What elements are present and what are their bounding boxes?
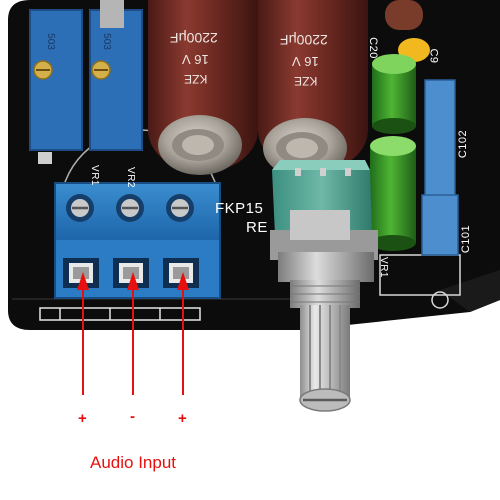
screw-2	[116, 194, 144, 222]
audio-input-caption: Audio Input	[90, 453, 177, 472]
capacitor-left	[148, 0, 258, 175]
film-capacitor-c101	[421, 194, 459, 256]
capacitor-left-brand: KZE	[184, 72, 208, 86]
rotary-potentiometer	[270, 160, 378, 412]
silk-vr2: VR2	[124, 167, 136, 188]
capacitor-right-value: 2200μF	[280, 32, 328, 48]
pin-label-plus-left: +	[78, 410, 87, 427]
silk-c20: C20	[366, 37, 379, 59]
pin-label-plus-right: +	[178, 410, 187, 427]
capacitor-right	[258, 0, 368, 178]
trimmer-vr2-marking: 503	[100, 33, 112, 50]
screw-3	[166, 194, 194, 222]
wire-opening-2	[113, 258, 149, 288]
annotation-arrows	[77, 272, 189, 395]
wire-opening-3	[163, 258, 199, 288]
silk-c102: C102	[457, 129, 470, 159]
silk-c101: C101	[460, 224, 473, 254]
silk-model: FKP15	[215, 200, 264, 217]
trimmer-vr1-marking: 503	[44, 33, 56, 50]
silk-vr1: VR1	[88, 165, 100, 186]
trimmer-vr1	[29, 9, 83, 164]
capacitor-right-voltage: 16 V	[292, 54, 319, 69]
silk-vr1-right: VR1	[377, 257, 389, 278]
capacitor-right-brand: KZE	[294, 74, 318, 88]
capacitor-left-voltage: 16 V	[182, 52, 209, 67]
capacitor-left-value: 2200μF	[170, 30, 218, 46]
screw-1	[66, 194, 94, 222]
silk-c9: C9	[427, 48, 440, 64]
film-capacitor-c102	[424, 79, 456, 201]
silk-model-line2: RE	[246, 219, 268, 236]
pin-label-minus: -	[130, 408, 135, 425]
screw-terminal-block	[54, 182, 221, 299]
small-capacitor-brown	[385, 0, 423, 30]
green-capacitor-top	[372, 54, 416, 134]
green-capacitor-bottom	[370, 136, 416, 251]
trimmer-vr2	[89, 0, 143, 151]
